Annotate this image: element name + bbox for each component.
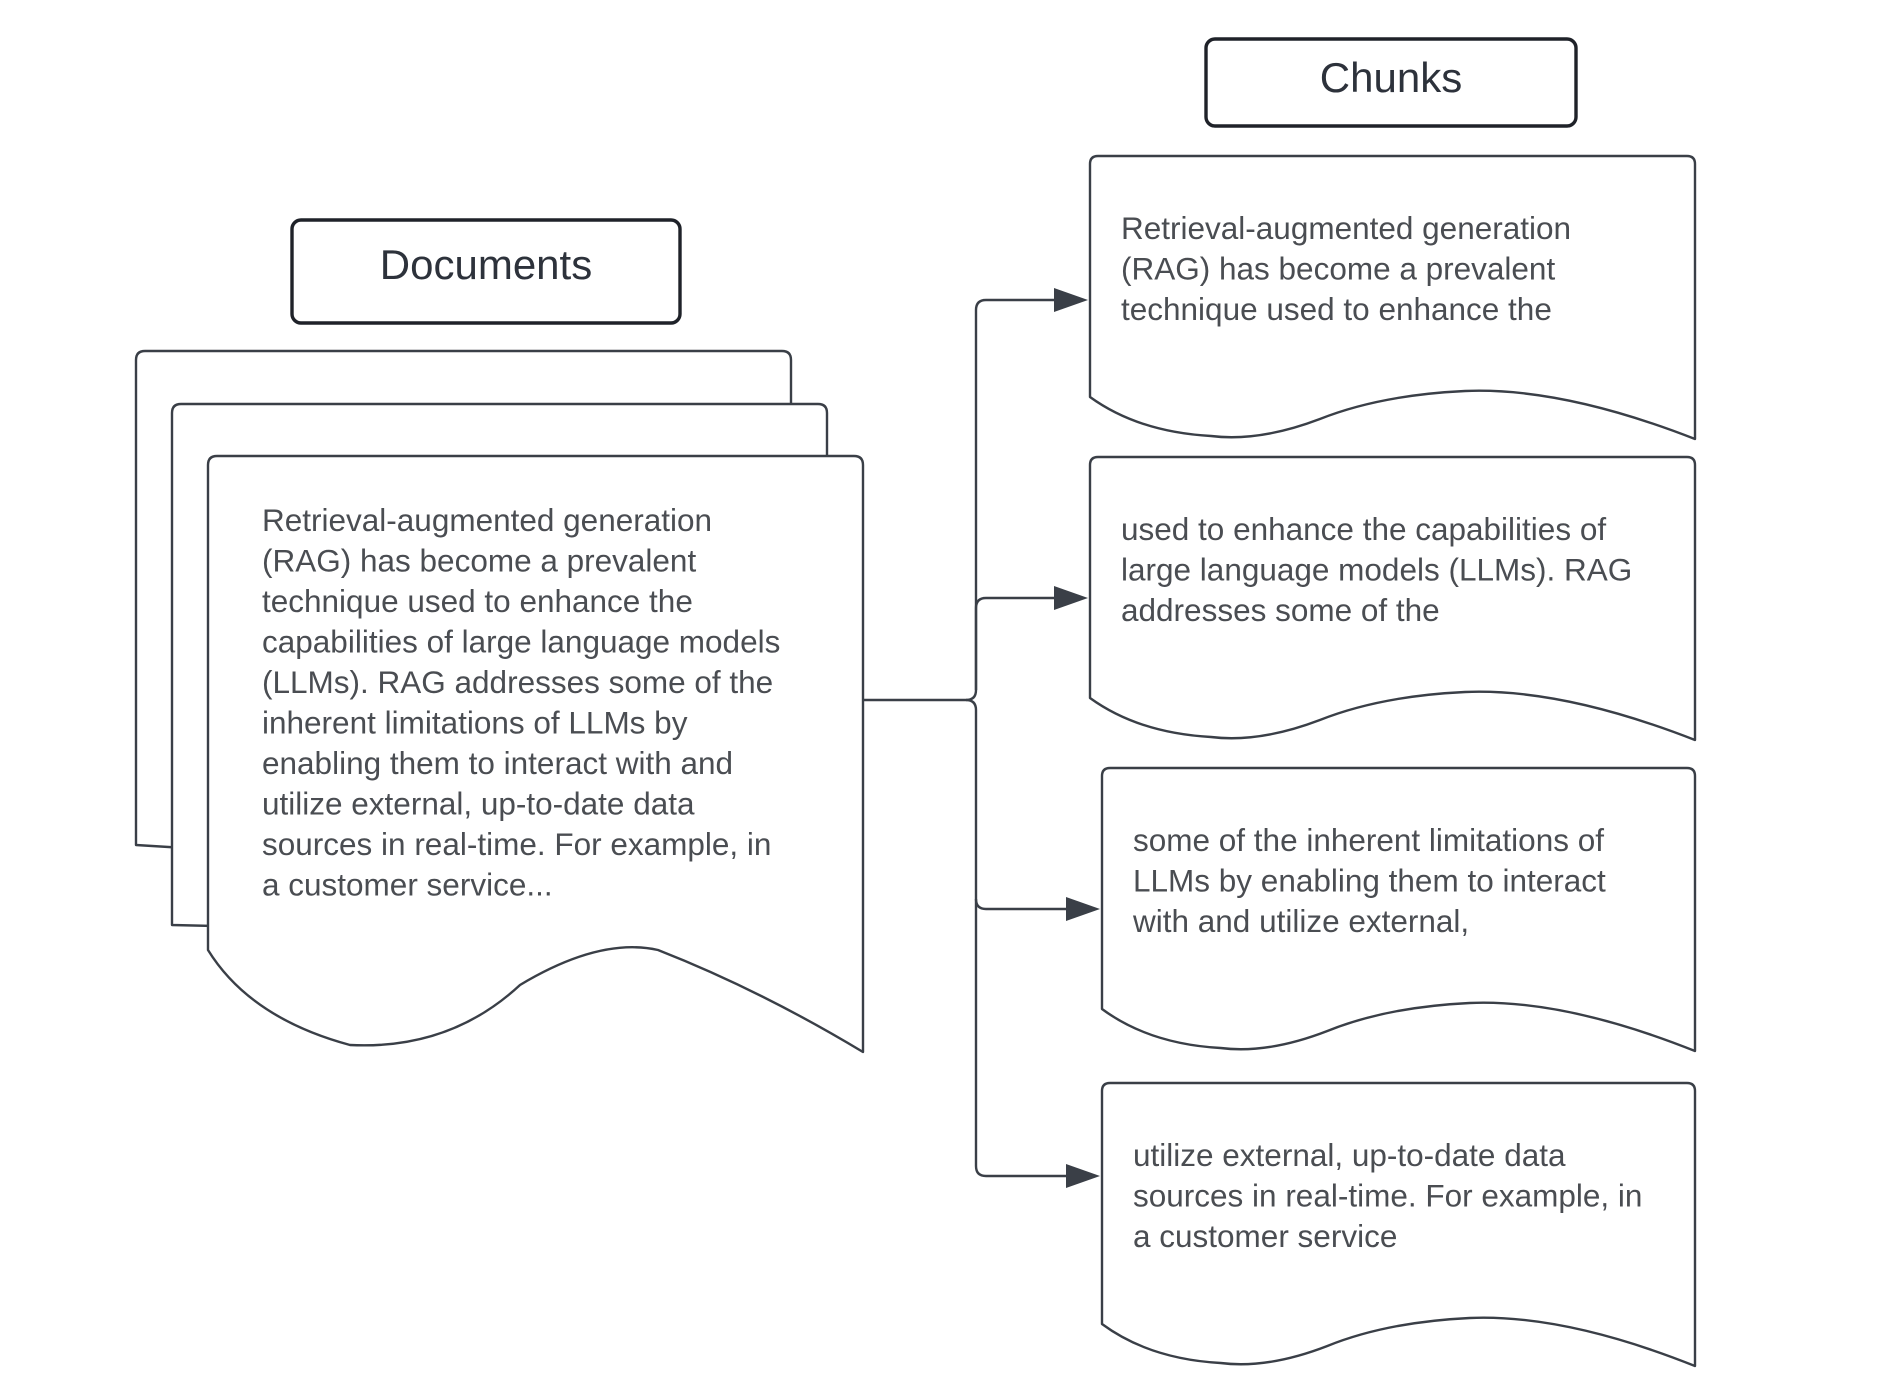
- text-line: addresses some of the: [1121, 592, 1440, 628]
- text-line: large language models (LLMs). RAG: [1121, 552, 1632, 588]
- chunks-title-box: Chunks: [1204, 37, 1578, 128]
- text-line: used to enhance the capabilities of: [1121, 511, 1606, 547]
- text-line: inherent limitations of LLMs by: [262, 705, 688, 741]
- chunk-card-shape: [1100, 766, 1697, 1053]
- connectors: [863, 288, 1100, 1188]
- text-line: with and utilize external,: [1132, 903, 1469, 939]
- text-line: (RAG) has become a prevalent: [1121, 251, 1555, 287]
- chunk-card-shape: [1088, 154, 1697, 441]
- chunk-card: some of the inherent limitations of LLMs …: [1100, 766, 1697, 1053]
- text-line: Retrieval-augmented generation: [1121, 210, 1571, 246]
- arrowhead-chunk-1: [1054, 288, 1088, 312]
- document-text: Retrieval-augmented generation (RAG) has …: [262, 502, 780, 903]
- text-line: Retrieval-augmented generation: [262, 502, 712, 538]
- documents-title-box: Documents: [290, 218, 682, 325]
- connector-to-chunk-1: [965, 298, 1054, 702]
- document-sheet-front: [206, 454, 865, 1054]
- text-line: (RAG) has become a prevalent: [262, 543, 696, 579]
- arrowhead-chunk-2: [1054, 586, 1088, 610]
- chunk-card: Retrieval-augmented generation (RAG) has …: [1088, 154, 1697, 441]
- chunk-list: Retrieval-augmented generation (RAG) has …: [1088, 154, 1697, 1368]
- chunk-text: Retrieval-augmented generation (RAG) has …: [1121, 210, 1571, 327]
- text-line: utilize external, up-to-date data: [262, 786, 695, 822]
- text-line: technique used to enhance the: [1121, 291, 1552, 327]
- chunk-text: utilize external, up-to-date data sources…: [1133, 1137, 1642, 1254]
- arrowhead-chunk-4: [1066, 1164, 1100, 1188]
- chunk-card-shape: [1088, 455, 1697, 742]
- document-stack: Retrieval-augmented generation (RAG) has …: [134, 349, 865, 1054]
- chunk-card: utilize external, up-to-date data sources…: [1100, 1081, 1697, 1368]
- documents-title: Documents: [380, 241, 592, 288]
- connector-to-chunk-2: [974, 596, 1054, 690]
- chunk-card-shape: [1100, 1081, 1697, 1368]
- text-line: sources in real-time. For example, in: [1133, 1178, 1642, 1214]
- connector-to-chunk-4: [974, 899, 1066, 1178]
- text-line: a customer service: [1133, 1218, 1397, 1254]
- text-line: enabling them to interact with and: [262, 745, 733, 781]
- text-line: utilize external, up-to-date data: [1133, 1137, 1566, 1173]
- chunk-card: used to enhance the capabilities of large…: [1088, 455, 1697, 742]
- text-line: capabilities of large language models: [262, 624, 780, 660]
- text-line: LLMs by enabling them to interact: [1133, 863, 1606, 899]
- text-line: sources in real-time. For example, in: [262, 826, 771, 862]
- text-line: a customer service...: [262, 867, 553, 903]
- text-line: (LLMs). RAG addresses some of the: [262, 664, 773, 700]
- arrowhead-chunk-3: [1066, 897, 1100, 921]
- text-line: technique used to enhance the: [262, 583, 693, 619]
- chunk-text: used to enhance the capabilities of large…: [1121, 511, 1632, 628]
- text-line: some of the inherent limitations of: [1133, 822, 1604, 858]
- chunks-title: Chunks: [1320, 54, 1462, 101]
- connector-to-chunk-3: [965, 698, 1066, 911]
- chunk-text: some of the inherent limitations of LLMs …: [1132, 822, 1606, 939]
